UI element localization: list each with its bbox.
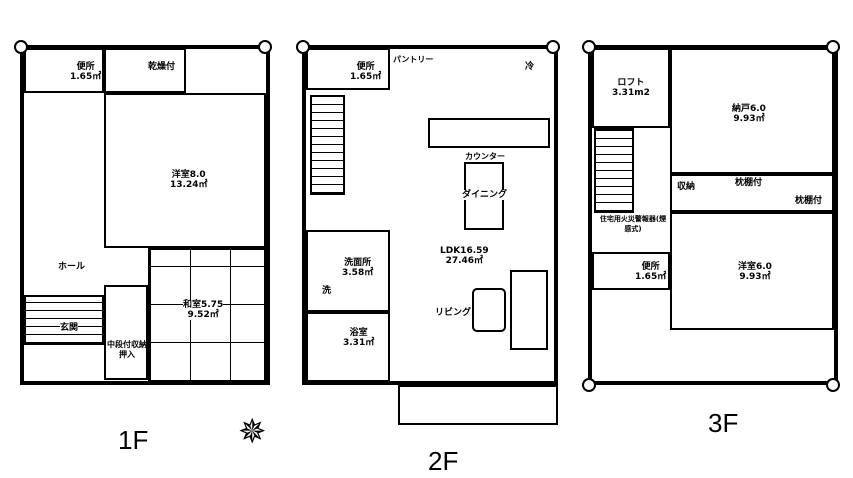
storage-label: 中段付収納押入	[107, 340, 147, 359]
floor-label-3f: 3F	[708, 408, 739, 438]
north-arrow-icon: ✵	[238, 412, 267, 452]
counter-label: カウンター	[465, 152, 505, 161]
floor-label-1f: 1F	[118, 425, 149, 455]
dining-label: ダイニング	[462, 190, 508, 200]
living-label: リビング	[435, 308, 472, 318]
floor-label-2f: 2F	[428, 446, 459, 476]
closet-label: 乾燥付	[148, 62, 176, 72]
entrance-label: 玄関	[60, 323, 79, 333]
smoke-alarm-label: 住宅用火災警報器(煙感式)	[598, 214, 668, 234]
storage-label: 収納	[677, 182, 696, 192]
pantry-label: パントリー	[393, 55, 434, 64]
washer-label: 洗	[322, 286, 332, 296]
shelf-label-2: 枕棚付	[795, 196, 823, 206]
hall-label: ホール	[58, 262, 86, 272]
fridge-label: 冷	[525, 62, 535, 72]
shelf-label-1: 枕棚付	[735, 178, 763, 188]
